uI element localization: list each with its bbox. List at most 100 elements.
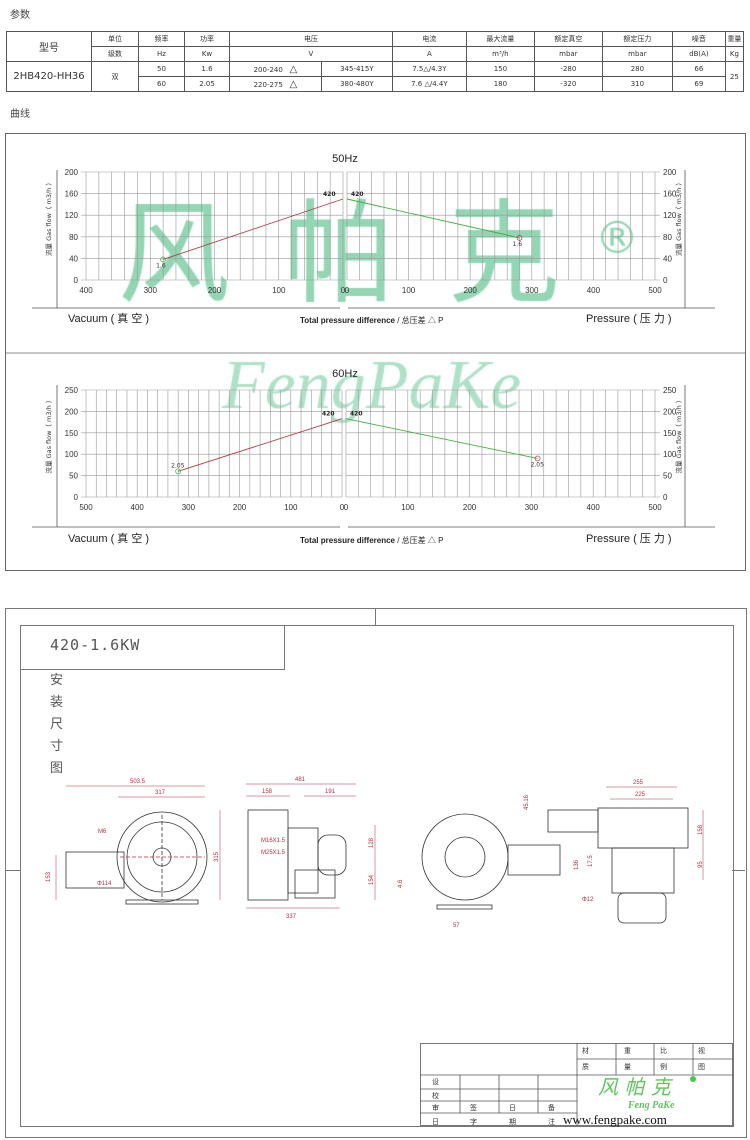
cell-text: 220-275 (253, 80, 283, 89)
subtitle-char: 寸 (50, 739, 64, 754)
pressure-end-point (516, 235, 523, 241)
pressure-curve (345, 418, 538, 459)
tb-cell: 签 (470, 1104, 477, 1112)
x-tick-label: 500 (648, 503, 662, 512)
y-tick-label: 0 (663, 493, 668, 502)
dim-label: 45.16 (524, 794, 530, 810)
spec-table: 型号 单位 频率 功率 电压 电流 最大流量 额定真空 额定压力 噪音 重量 级… (6, 31, 745, 92)
cell: 180 (465, 76, 535, 92)
y-tick-label: 0 (74, 493, 79, 502)
y-axis-label: 流量 Gas flow（ m3/h ） (674, 179, 683, 256)
dim-label: 191 (325, 789, 336, 795)
x-tick-label: 0 (344, 503, 349, 512)
pressure-end-label: 1.6 (512, 241, 522, 248)
pressure-end-point (534, 455, 541, 462)
dim-label: 255 (633, 780, 644, 786)
dim-label: 158 (698, 824, 704, 835)
y-tick-label: 100 (663, 450, 677, 459)
x-axis-label: Total pressure difference / 总压差 △ P (300, 535, 443, 545)
tb-cell: 日 (509, 1104, 516, 1112)
cell: 310 (601, 76, 673, 92)
x-tick-label: 500 (79, 503, 93, 512)
y-tick-label: 120 (65, 211, 79, 220)
y-tick-label: 200 (663, 407, 677, 416)
y-tick-label: 0 (74, 276, 79, 285)
frame-tick (5, 870, 20, 871)
subtitle-char: 图 (50, 761, 64, 776)
tb-cell: 设 (432, 1078, 439, 1086)
vacuum-curve (162, 198, 344, 260)
cell: 380-480Y (320, 76, 393, 92)
x-tick-label: 400 (587, 286, 601, 295)
dim-label: 128 (369, 837, 375, 848)
x-tick-label: 400 (131, 503, 145, 512)
section-curves-label: 曲线 (10, 109, 30, 120)
dim-label: 17.5 (588, 855, 594, 867)
y-tick-label: 50 (69, 472, 78, 481)
x-tick-label: 300 (182, 503, 196, 512)
dim-label: 153 (46, 871, 52, 882)
dim-label: 154 (369, 874, 375, 885)
x-tick-label: 400 (587, 503, 601, 512)
drawing-title: 420-1.6KW (50, 636, 141, 654)
tb-cell: 备 (548, 1104, 555, 1112)
title-block-logo-cn: 风 帕 克 (598, 1075, 671, 1099)
frame-tick (375, 608, 376, 625)
frame-tick (732, 870, 745, 871)
dim-label: Φ12 (582, 897, 594, 903)
tb-cell: 比 (660, 1047, 667, 1055)
y-axis-label: 流量 Gas flow（ m3/h ） (44, 179, 53, 256)
tb-cell: 审 (432, 1104, 439, 1112)
dim-label: 503.5 (130, 779, 146, 785)
chart-title: 60Hz (332, 368, 358, 380)
tb-cell: 视 (698, 1047, 705, 1055)
tb-cell: 材 (582, 1047, 589, 1055)
x-tick-label: 300 (144, 286, 158, 295)
cell: 7.6 △/4.4Y (391, 76, 467, 92)
y-tick-label: 160 (65, 190, 79, 199)
drawing-outer-frame (5, 608, 747, 1138)
y-tick-label: 160 (663, 190, 677, 199)
delta-icon: △ (289, 78, 298, 90)
dim-label: 136 (574, 859, 580, 870)
back-view (421, 813, 561, 910)
x-tick-label: 300 (525, 286, 539, 295)
title-block (420, 1043, 733, 1126)
y-tick-label: 40 (69, 254, 78, 263)
x-tick-label: 100 (272, 286, 286, 295)
pressure-label: Pressure ( 压 力 ) (586, 312, 672, 325)
tb-cell: 图 (698, 1063, 705, 1071)
chart-title: 50Hz (332, 153, 358, 165)
section-params-label: 参数 (10, 10, 30, 21)
vacuum-start-label: 420 (323, 191, 336, 198)
x-tick-label: 200 (463, 503, 477, 512)
dim-label: 4.6 (398, 879, 404, 888)
tb-cell: 字 (470, 1118, 477, 1126)
vacuum-end-label: 1.6 (156, 262, 166, 269)
y-tick-label: 150 (663, 429, 677, 438)
pressure-label: Pressure ( 压 力 ) (586, 532, 672, 545)
y-tick-label: 200 (65, 407, 79, 416)
tb-cell: 质 (582, 1063, 589, 1071)
y-tick-label: 50 (663, 472, 672, 481)
dim-label: 315 (214, 851, 220, 862)
motor-shape (65, 851, 125, 889)
x-tick-label: 100 (402, 286, 416, 295)
x-axis-label: Total pressure difference / 总压差 △ P (300, 315, 443, 325)
vacuum-label: Vacuum ( 真 空 ) (68, 531, 149, 545)
dim-label: M25X1.5 (261, 850, 286, 856)
y-tick-label: 40 (663, 254, 672, 263)
tb-cell: 重 (624, 1047, 631, 1055)
y-axis-label: 流量 Gas flow（ m3/h ） (44, 397, 53, 474)
y-tick-label: 80 (663, 233, 672, 242)
drawing-inner-frame (20, 625, 734, 1127)
x-tick-label: 200 (464, 286, 478, 295)
tb-cell: 校 (432, 1092, 439, 1100)
x-tick-label: 100 (401, 503, 415, 512)
y-tick-label: 150 (65, 429, 79, 438)
vacuum-curve (178, 418, 343, 472)
dim-label: 95 (698, 861, 704, 868)
y-tick-label: 200 (65, 168, 79, 177)
dim-label: 225 (635, 792, 646, 798)
dim-label: 57 (453, 923, 460, 929)
